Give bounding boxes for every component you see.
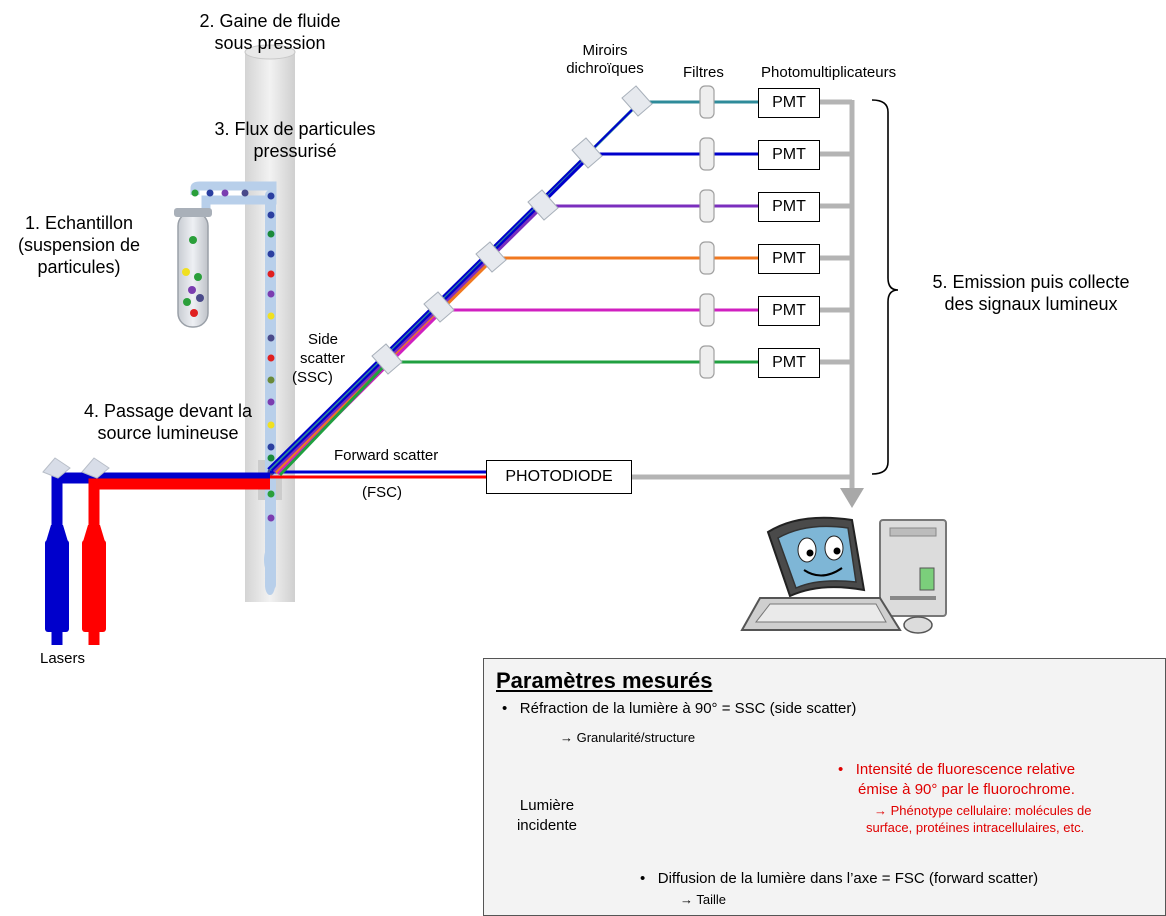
label-step1: 1. Echantillon (suspension de particules… (0, 212, 158, 278)
panel-bullet-fsc: • Diffusion de la lumière dans l’axe = F… (640, 870, 1039, 887)
label-step1-line3: particules) (37, 257, 121, 277)
pmt-label: PMT (772, 94, 806, 111)
label-step2: 2. Gaine de fluide sous pression (185, 10, 355, 54)
label-step2-line1: 2. Gaine de fluide (199, 11, 341, 31)
label-step3: 3. Flux de particules pressurisé (195, 118, 395, 162)
photodiode-box: PHOTODIODE (486, 460, 632, 494)
pmt-box-4: PMT (758, 244, 820, 274)
label-lasers: Lasers (40, 650, 86, 667)
panel-fluo-line1: Intensité de fluorescence relative (855, 761, 1076, 778)
pmt-box-1: PMT (758, 88, 820, 118)
label-step4-line2: source lumineuse (97, 423, 239, 443)
label-step1-line2: (suspension de (17, 235, 141, 255)
pmt-label: PMT (772, 354, 806, 371)
lasers (42, 457, 270, 645)
panel-bullet-fsc-text: Diffusion de la lumière dans l’axe = FSC… (657, 870, 1039, 887)
label-mirrors-line2: dichroïques (566, 60, 644, 77)
panel-pheno-line2: surface, protéines intracellulaires, etc… (866, 820, 1085, 835)
panel-bullet-ssc-text: Réfraction de la lumière à 90° = SSC (si… (519, 700, 857, 717)
label-mirrors-line1: Miroirs (582, 42, 628, 59)
dichroic-mirrors (371, 85, 653, 375)
panel-pheno-line1: → Phénotype cellulaire: molécules de (874, 803, 1092, 818)
panel-title: Paramètres mesurés (496, 668, 713, 693)
pmt-box-6: PMT (758, 348, 820, 378)
panel-fluo-line2: émise à 90° par le fluorochrome. (858, 781, 1075, 798)
pmt-box-3: PMT (758, 192, 820, 222)
panel-bullet-ssc: • Réfraction de la lumière à 90° = SSC (… (502, 700, 857, 717)
panel-fluorescence: • Intensité de fluorescence relative émi… (838, 761, 1076, 798)
label-step5: 5. Emission puis collecte des signaux lu… (896, 271, 1166, 315)
panel-incident-line2: incidente (516, 817, 578, 834)
bracket (871, 99, 899, 475)
label-forward-scatter: Forward scatter (334, 447, 439, 464)
pmt-box-5: PMT (758, 296, 820, 326)
particles (182, 189, 275, 522)
panel-incident-light: Lumière incidente (508, 796, 586, 836)
pmt-label: PMT (772, 250, 806, 267)
pmt-label: PMT (772, 198, 806, 215)
label-step1-line1: 1. Echantillon (24, 213, 134, 233)
label-step3-line2: pressurisé (253, 141, 337, 161)
panel-phenotype: → Phénotype cellulaire: molécules de sur… (866, 802, 1092, 836)
pmt-label: PMT (772, 146, 806, 163)
label-photomultipliers: Photomultiplicateurs (761, 64, 897, 81)
label-step5-line2: des signaux lumineux (944, 294, 1118, 314)
photodiode-label: PHOTODIODE (505, 468, 613, 485)
filters (699, 85, 715, 379)
collection-lines (630, 99, 855, 492)
panel-size: → Taille (680, 892, 727, 907)
label-side-scatter-line3: (SSC) (292, 369, 333, 386)
label-mirrors: Miroirs dichroïques (555, 42, 655, 78)
particle-stream (264, 190, 276, 595)
arrow-to-computer (840, 488, 864, 508)
label-step4-line1: 4. Passage devant la (83, 401, 253, 421)
label-side-scatter-line1: Side (308, 331, 339, 348)
label-fsc: (FSC) (362, 484, 402, 501)
label-step2-line2: sous pression (214, 33, 326, 53)
panel-granularity: → Granularité/structure (560, 730, 696, 745)
label-side-scatter-line2: scatter (300, 350, 346, 367)
label-filters: Filtres (683, 64, 724, 81)
panel-incident-line1: Lumière (519, 797, 575, 814)
pmt-box-2: PMT (758, 140, 820, 170)
label-step3-line1: 3. Flux de particules (214, 119, 376, 139)
label-side-scatter: Side scatter (SSC) (292, 330, 345, 387)
label-step5-line1: 5. Emission puis collecte (932, 272, 1130, 292)
computer-icon (740, 516, 947, 634)
label-step4: 4. Passage devant la source lumineuse (52, 400, 284, 444)
pmt-label: PMT (772, 302, 806, 319)
